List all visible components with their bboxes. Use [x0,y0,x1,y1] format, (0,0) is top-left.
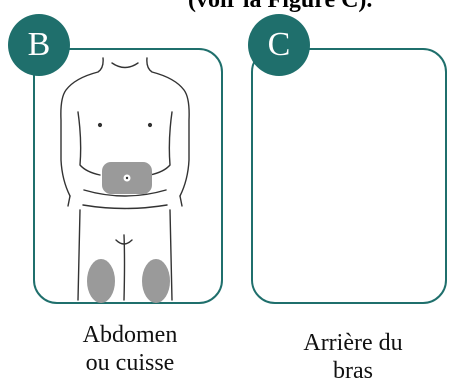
caption-c-line2: bras [258,357,448,385]
caption-c-line1: Arrière du [258,329,448,357]
caption-b: Abdomen ou cuisse [40,321,220,377]
right-thigh-injection-zone [142,259,170,303]
caption-b-line1: Abdomen [40,321,220,349]
left-thigh-injection-zone [87,259,115,303]
caption-b-line2: ou cuisse [40,349,220,377]
figure-c-frame [251,48,447,304]
caption-c: Arrière du bras [258,329,448,385]
badge-c: C [248,14,310,76]
